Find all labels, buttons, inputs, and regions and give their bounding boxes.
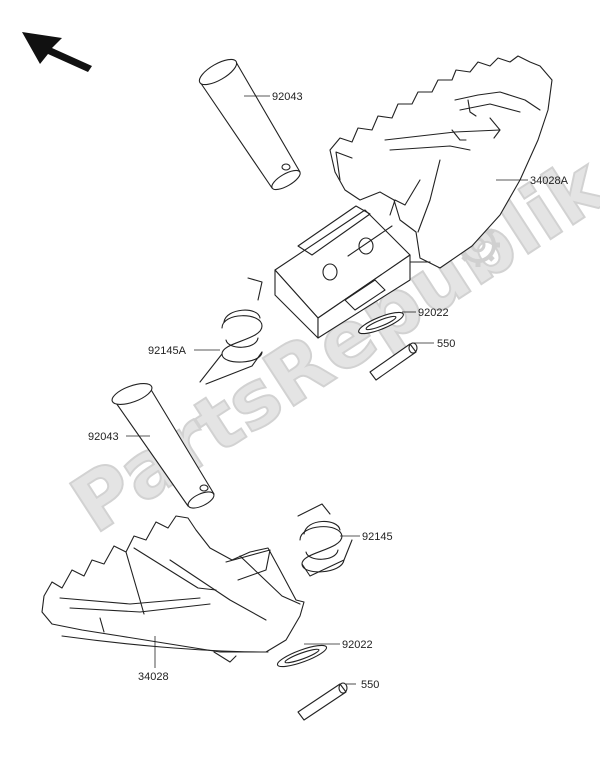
label-washer-lower: 92022 <box>342 639 373 651</box>
arrow-up-left-icon <box>22 32 92 72</box>
label-pin-upper: 92043 <box>272 91 303 103</box>
washer-lower <box>276 644 328 668</box>
return-spring-upper <box>199 277 263 385</box>
label-washer-upper: 92022 <box>418 307 449 319</box>
label-footpeg-left: 34028 <box>138 671 169 683</box>
cotter-pin-lower <box>297 682 348 721</box>
label-spring-upper: 92145A <box>148 345 187 357</box>
label-footpeg-right: 34028A <box>530 175 569 187</box>
watermark-text: PartsRepublik <box>56 139 600 551</box>
return-spring-lower <box>297 503 353 577</box>
label-cotter-lower: 550 <box>361 679 379 691</box>
clevis-pin-upper <box>198 58 301 191</box>
label-spring-lower: 92145 <box>362 531 393 543</box>
footpeg-right <box>274 55 553 339</box>
clevis-pin-lower <box>111 383 215 509</box>
watermark: PartsRepublik <box>55 138 600 552</box>
footpeg-left <box>41 515 305 663</box>
label-pin-lower: 92043 <box>88 431 119 443</box>
washer-upper <box>358 311 404 335</box>
part-labels: 92043 34028A 92022 550 92145A 92043 9214… <box>88 91 569 691</box>
leader-lines <box>126 95 528 685</box>
label-cotter-upper: 550 <box>437 338 455 350</box>
